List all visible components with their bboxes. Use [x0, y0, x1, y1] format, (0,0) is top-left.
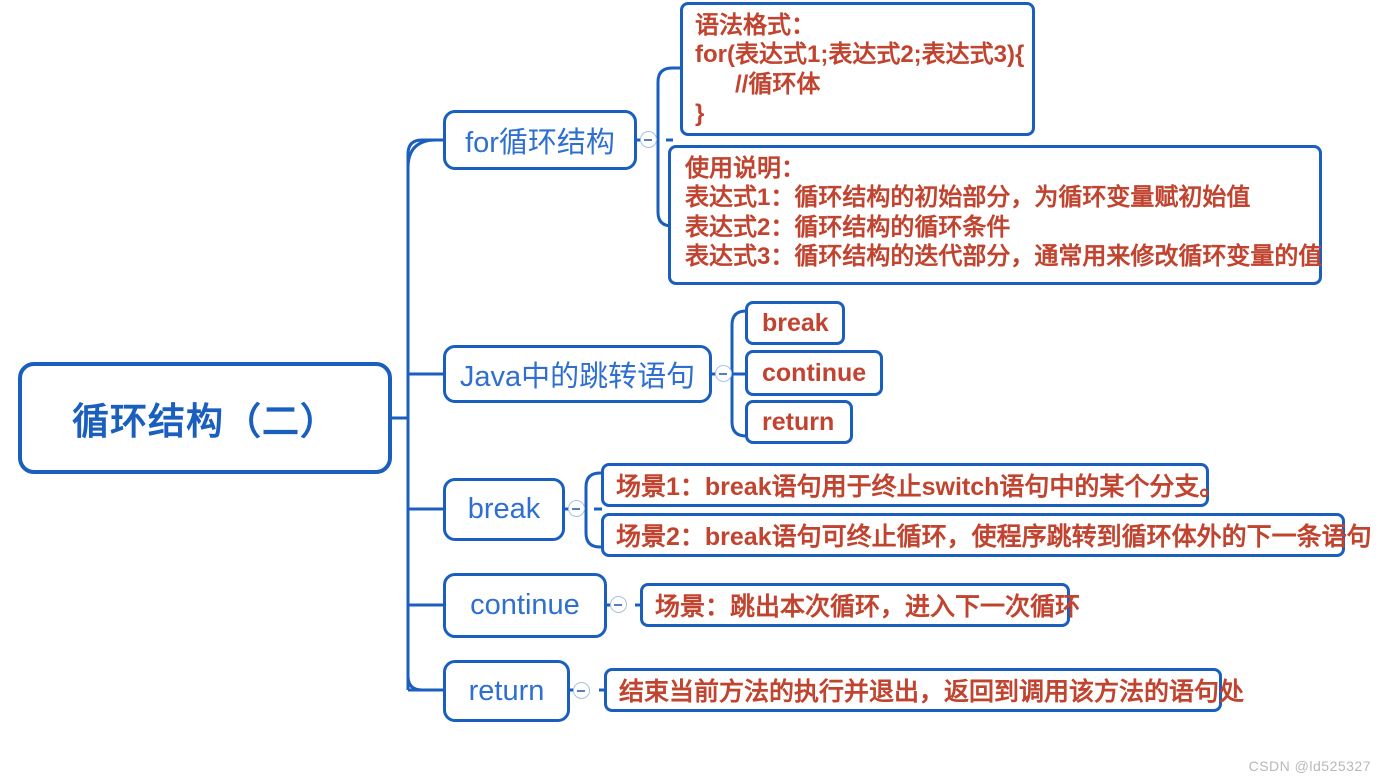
branch-node-java-jump-statements[interactable]: Java中的跳转语句: [443, 345, 712, 403]
branch-node-break-label: break: [467, 493, 541, 525]
branch-node-for-loop-label: for循环结构: [465, 127, 615, 159]
collapse-toggle-for-loop[interactable]: [640, 131, 657, 148]
branch-node-java-jump-statements-label: Java中的跳转语句: [459, 361, 696, 393]
branch-node-return[interactable]: return: [443, 660, 570, 722]
branch-node-for-loop[interactable]: for循环结构: [443, 110, 637, 170]
leaf-node-return-description[interactable]: 结束当前方法的执行并退出，返回到调用该方法的语句处: [604, 668, 1244, 712]
root-node[interactable]: 循环结构（二）: [18, 362, 392, 474]
collapse-toggle-break[interactable]: [568, 500, 585, 517]
leaf-node-break-keyword[interactable]: break: [745, 301, 845, 345]
branch-node-return-label: return: [468, 674, 545, 707]
leaf-node-break-scenario-1[interactable]: 场景1：break语句用于终止switch语句中的某个分支。: [601, 463, 1224, 507]
leaf-node-continue-scenario-label: 场景：跳出本次循环，进入下一次循环: [655, 593, 1081, 621]
collapse-toggle-return[interactable]: [573, 682, 590, 699]
collapse-toggle-continue[interactable]: [610, 596, 627, 613]
root-node-label: 循环结构（二）: [72, 401, 338, 442]
leaf-node-continue-scenario[interactable]: 场景：跳出本次循环，进入下一次循环: [640, 583, 1080, 627]
branch-node-break[interactable]: break: [443, 478, 565, 541]
leaf-node-return-keyword-label: return: [762, 407, 835, 436]
watermark-text: CSDN @ld525327: [1248, 758, 1371, 774]
leaf-node-for-syntax-label: 语法格式： for(表达式1;表达式2;表达式3){ //循环体 }: [695, 12, 1025, 127]
leaf-node-break-keyword-label: break: [762, 308, 829, 337]
leaf-node-for-usage[interactable]: 使用说明： 表达式1：循环结构的初始部分，为循环变量赋初始值 表达式2：循环结构…: [668, 145, 1322, 285]
leaf-node-continue-keyword[interactable]: continue: [745, 350, 883, 396]
leaf-node-continue-keyword-label: continue: [762, 358, 867, 387]
leaf-node-for-syntax[interactable]: 语法格式： for(表达式1;表达式2;表达式3){ //循环体 }: [680, 2, 1035, 136]
branch-node-continue[interactable]: continue: [443, 573, 607, 638]
leaf-node-break-scenario-1-label: 场景1：break语句用于终止switch语句中的某个分支。: [616, 473, 1225, 501]
leaf-node-return-keyword[interactable]: return: [745, 400, 853, 444]
leaf-node-break-scenario-2-label: 场景2：break语句可终止循环，使程序跳转到循环体外的下一条语句: [616, 523, 1372, 551]
collapse-toggle-java-jump-statements[interactable]: [715, 365, 732, 382]
leaf-node-for-usage-label: 使用说明： 表达式1：循环结构的初始部分，为循环变量赋初始值 表达式2：循环结构…: [685, 155, 1323, 270]
leaf-node-break-scenario-2[interactable]: 场景2：break语句可终止循环，使程序跳转到循环体外的下一条语句: [601, 513, 1372, 557]
branch-node-continue-label: continue: [470, 589, 580, 621]
leaf-node-return-description-label: 结束当前方法的执行并退出，返回到调用该方法的语句处: [619, 678, 1245, 706]
